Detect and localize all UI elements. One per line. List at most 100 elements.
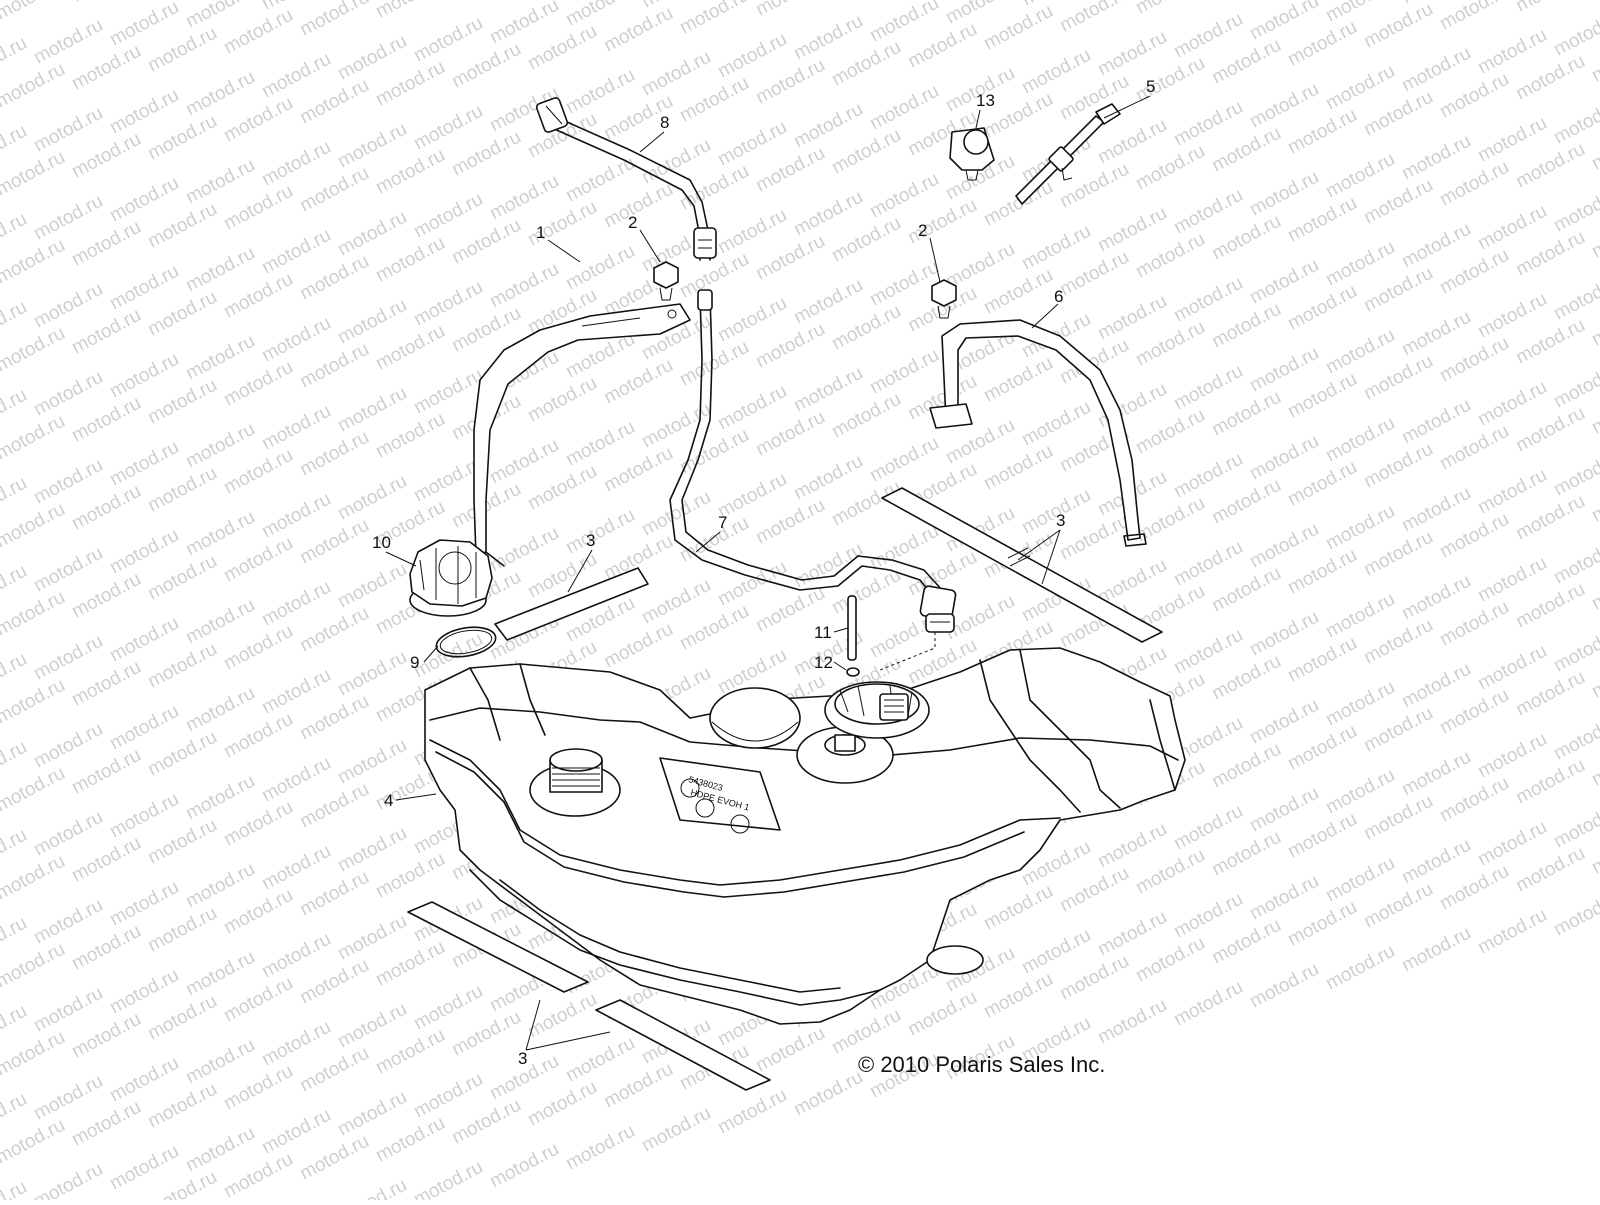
watermark-text: motod.ru xyxy=(790,539,866,593)
watermark-text: motod.ru xyxy=(600,355,676,409)
watermark-text: motod.ru xyxy=(334,911,410,965)
watermark-text: motod.ru xyxy=(562,505,638,559)
watermark-text: motod.ru xyxy=(258,665,334,719)
watermark-text: motod.ru xyxy=(220,357,296,411)
watermark-text: motod.ru xyxy=(1246,695,1322,749)
watermark-text: motod.ru xyxy=(1056,159,1132,213)
watermark-text: motod.ru xyxy=(182,507,258,561)
watermark-text: motod.ru xyxy=(182,1123,258,1177)
watermark-text: motod.ru xyxy=(68,745,144,799)
watermark-text: motod.ru xyxy=(1170,185,1246,239)
watermark-text: motod.ru xyxy=(638,487,714,541)
watermark-text: motod.ru xyxy=(220,973,296,1027)
watermark-text: motod.ru xyxy=(144,639,220,693)
watermark-text: motod.ru xyxy=(1512,51,1588,105)
watermark-text: motod.ru xyxy=(828,213,904,267)
watermark-text: motod.ru xyxy=(106,701,182,755)
watermark-text: motod.ru xyxy=(296,163,372,217)
watermark-text: motod.ru xyxy=(1208,739,1284,793)
watermark-text: motod.ru xyxy=(296,427,372,481)
watermark-text: motod.ru xyxy=(182,859,258,913)
watermark-text: motod.ru xyxy=(1056,0,1132,36)
fuel-cap-10 xyxy=(410,540,492,616)
watermark-text: motod.ru xyxy=(1170,889,1246,943)
watermark-text: motod.ru xyxy=(1094,203,1170,257)
watermark-text: motod.ru xyxy=(1322,325,1398,379)
watermark-text: motod.ru xyxy=(372,1113,448,1167)
watermark-text: motod.ru xyxy=(866,345,942,399)
watermark-text: motod.ru xyxy=(1056,247,1132,301)
watermark-text: motod.ru xyxy=(676,0,752,38)
watermark-text: motod.ru xyxy=(600,3,676,57)
callout-3-left: 3 xyxy=(586,531,595,550)
watermark-text: motod.ru xyxy=(0,411,69,465)
watermark-text: motod.ru xyxy=(296,1043,372,1097)
watermark-text: motod.ru xyxy=(106,261,182,315)
watermark-text: motod.ru xyxy=(296,339,372,393)
watermark-text: motod.ru xyxy=(1398,835,1474,889)
watermark-text: motod.ru xyxy=(638,575,714,629)
watermark-text: motod.ru xyxy=(68,833,144,887)
watermark-text: motod.ru xyxy=(1170,449,1246,503)
watermark-text: motod.ru xyxy=(106,173,182,227)
watermark-text: motod.ru xyxy=(1436,685,1512,739)
watermark-text: motod.ru xyxy=(1436,0,1512,34)
watermark-text: motod.ru xyxy=(296,867,372,921)
watermark-text: motod.ru xyxy=(182,243,258,297)
watermark-text: motod.ru xyxy=(980,969,1056,1023)
watermark-text: motod.ru xyxy=(1246,959,1322,1013)
watermark-text: motod.ru xyxy=(1246,167,1322,221)
watermark-text: motod.ru xyxy=(0,499,69,553)
watermark-text: motod.ru xyxy=(296,75,372,129)
watermark-text: motod.ru xyxy=(1284,105,1360,159)
watermark-text: motod.ru xyxy=(410,189,486,243)
watermark-text: motod.ru xyxy=(1398,395,1474,449)
watermark-text: motod.ru xyxy=(1512,139,1588,193)
watermark-text: motod.ru xyxy=(1474,729,1550,783)
watermark-text: motod.ru xyxy=(106,789,182,843)
watermark-text: motod.ru xyxy=(448,1095,524,1149)
watermark-text: motod.ru xyxy=(410,13,486,67)
watermark-text: motod.ru xyxy=(0,0,69,24)
watermark-text: motod.ru xyxy=(30,1159,106,1200)
watermark-text: motod.ru xyxy=(1322,677,1398,731)
watermark-text: motod.ru xyxy=(486,259,562,313)
watermark-text: motod.ru xyxy=(1094,27,1170,81)
washer-12 xyxy=(847,668,859,676)
watermark-text: motod.ru xyxy=(1474,113,1550,167)
watermark-text: motod.ru xyxy=(1208,563,1284,617)
watermark-text: motod.ru xyxy=(1246,343,1322,397)
watermark-text: motod.ru xyxy=(144,903,220,957)
watermark-text: motod.ru xyxy=(638,1103,714,1157)
watermark-text: motod.ru xyxy=(296,691,372,745)
watermark-text: motod.ru xyxy=(714,1085,790,1139)
watermark-text: motod.ru xyxy=(372,409,448,463)
watermark-text: motod.ru xyxy=(1246,255,1322,309)
watermark-text: motod.ru xyxy=(144,199,220,253)
watermark-text: motod.ru xyxy=(258,577,334,631)
watermark-text: motod.ru xyxy=(106,1141,182,1195)
watermark-text: motod.ru xyxy=(790,451,866,505)
watermark-text: motod.ru xyxy=(106,349,182,403)
watermark-text: motod.ru xyxy=(1474,641,1550,695)
watermark-text: motod.ru xyxy=(1094,819,1170,873)
watermark-text: motod.ru xyxy=(562,1033,638,1087)
watermark-text: motod.ru xyxy=(372,849,448,903)
watermark-text: motod.ru xyxy=(1208,475,1284,529)
watermark-text: motod.ru xyxy=(866,81,942,135)
watermark-text: motod.ru xyxy=(1094,291,1170,345)
watermark-text: motod.ru xyxy=(220,1061,296,1115)
watermark-text: motod.ru xyxy=(220,885,296,939)
watermark-text: motod.ru xyxy=(980,265,1056,319)
watermark-text: motod.ru xyxy=(1398,483,1474,537)
callout-1: 1 xyxy=(536,223,545,242)
tube-11 xyxy=(848,596,856,660)
watermark-text: motod.ru xyxy=(1550,887,1600,941)
watermark-text: motod.ru xyxy=(30,191,106,245)
watermark-text: motod.ru xyxy=(1284,897,1360,951)
watermark-text: motod.ru xyxy=(1132,405,1208,459)
watermark-text: motod.ru xyxy=(410,277,486,331)
watermark-text: motod.ru xyxy=(1208,651,1284,705)
watermark-text: motod.ru xyxy=(1512,843,1588,897)
